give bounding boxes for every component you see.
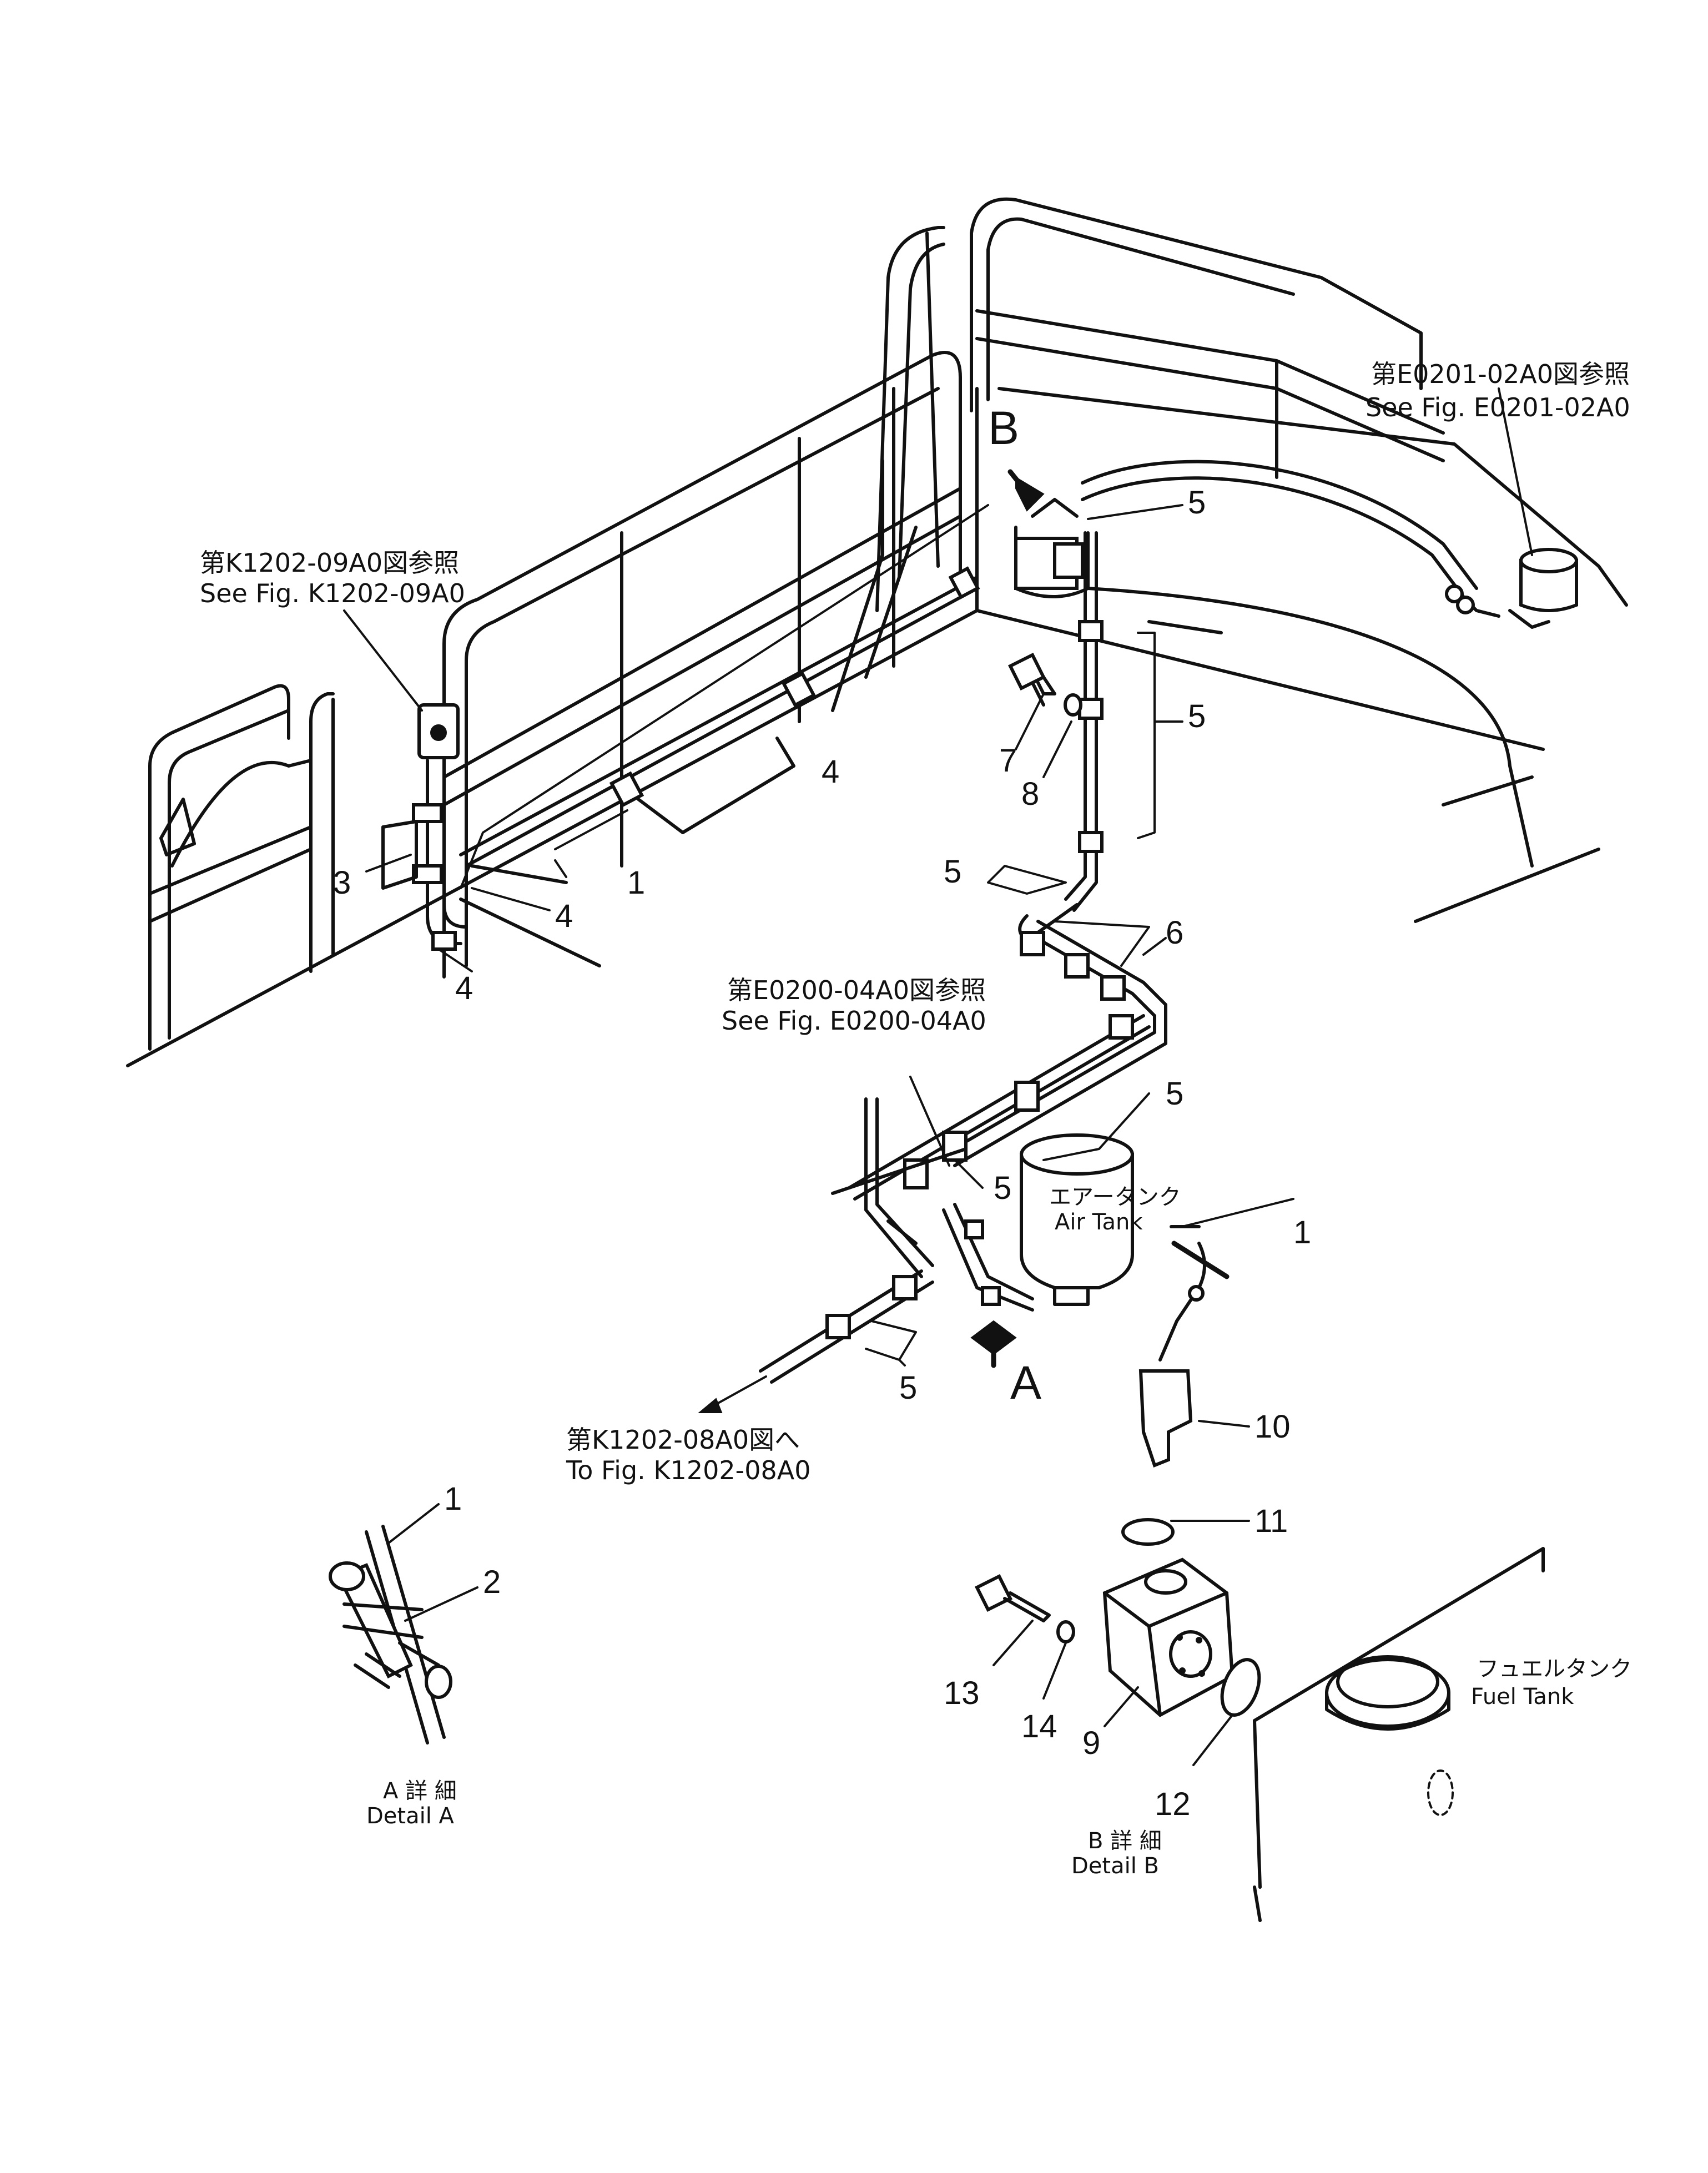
clip-4a [609, 771, 644, 808]
part-number-4b: 4 [555, 898, 573, 934]
fitting-6a [1020, 931, 1045, 956]
clamp-3 [412, 803, 443, 823]
clip-5e [1014, 1081, 1040, 1112]
ref-k1202-08-en: To Fig. K1202-08A0 [566, 1455, 810, 1485]
air-tank [1020, 1133, 1134, 1306]
air-tank-label-jp: エアータンク [1049, 1184, 1181, 1210]
view-arrows [698, 469, 1045, 1413]
part-number-6: 6 [1166, 915, 1183, 951]
ref-k1202-08-jp: 第K1202-08A0図へ [566, 1425, 800, 1455]
ref-e0201-jp: 第E0201-02A0図参照 [1371, 359, 1630, 389]
air-tank-label-en: Air Tank [1055, 1209, 1143, 1235]
part-number-4c: 4 [455, 970, 473, 1006]
part-number-11: 11 [1254, 1503, 1288, 1539]
clip-5h [892, 1275, 918, 1300]
fitting-6b [1064, 953, 1090, 979]
fuel-tank [1253, 1547, 1545, 1922]
clamp-4d [431, 931, 457, 951]
ref-k1202-09-jp: 第K1202-09A0図参照 [200, 548, 459, 578]
clip-5b [1078, 698, 1104, 720]
part-number-9: 9 [1082, 1725, 1100, 1761]
block-9 [1102, 1557, 1235, 1717]
clip-5d [1109, 1014, 1134, 1040]
part-number-1a: 1 [627, 865, 645, 901]
part-number-7: 7 [999, 743, 1017, 779]
clip-end [948, 566, 980, 599]
detail-b-caption-en: Detail B [1071, 1853, 1159, 1879]
part-number-13: 13 [944, 1675, 980, 1711]
deck-outline [126, 387, 1628, 1067]
detail-a-caption-en: Detail A [366, 1803, 455, 1829]
ref-k1202-09-en: See Fig. K1202-09A0 [200, 578, 465, 608]
part-number-5e: 5 [994, 1170, 1011, 1206]
clip-5c [1078, 831, 1104, 853]
pipe-1-run [459, 504, 989, 889]
view-letter-b: B [988, 402, 1019, 454]
part-number-4a: 4 [822, 754, 839, 790]
left-junction [381, 703, 601, 967]
fitting-air-b [981, 1286, 1001, 1306]
part-number-5a: 5 [1188, 485, 1206, 521]
part-number-8: 8 [1021, 776, 1039, 812]
part-number-2: 2 [483, 1564, 501, 1600]
b-bracket [1014, 460, 1478, 601]
ref-e0200-jp: 第E0200-04A0図参照 [727, 975, 986, 1005]
part-number-14: 14 [1021, 1708, 1057, 1745]
ref-e0201-en: See Fig. E0201-02A0 [1366, 392, 1630, 422]
detail-b-caption-jp: B 詳 細 [1088, 1828, 1162, 1854]
b-fitting [1053, 542, 1084, 579]
o-ring-11 [1121, 1518, 1175, 1546]
ref-e0200-en: See Fig. E0200-04A0 [722, 1006, 986, 1036]
clamp-4c [412, 864, 443, 884]
part-number-1b: 1 [1293, 1214, 1311, 1251]
fitting-10 [1138, 1225, 1230, 1468]
leader-lines [343, 387, 1533, 1766]
fitting-6c [1100, 975, 1126, 1001]
clip-5a [1078, 620, 1104, 642]
fitting-air-a [964, 1219, 984, 1239]
lower-pipe [715, 1097, 1034, 1405]
part-number-1c: 1 [444, 1481, 462, 1517]
clip-4b [781, 671, 817, 708]
part-number-3: 3 [333, 865, 351, 901]
fuel-tank-label-jp: フュエルタンク [1477, 1656, 1632, 1682]
part-number-5f: 5 [899, 1370, 917, 1406]
handrail-top [875, 197, 1445, 612]
part-number-5d: 5 [1166, 1076, 1183, 1112]
pipe-bend [831, 920, 1167, 1201]
detail-a-illustration [329, 1525, 452, 1745]
part-number-5b: 5 [1188, 698, 1206, 734]
o-ring-12 [1220, 1658, 1261, 1717]
view-letter-a: A [1010, 1357, 1041, 1409]
part-number-12: 12 [1155, 1786, 1191, 1822]
bolt-7-washer-8 [1007, 652, 1082, 717]
part-number-10: 10 [1254, 1409, 1291, 1445]
top-right-component [1445, 548, 1578, 629]
bolt-13-washer-14 [974, 1574, 1075, 1643]
part-number-5c: 5 [944, 854, 961, 890]
clip-5i [825, 1314, 851, 1339]
detail-a-caption-jp: A 詳 細 [383, 1778, 457, 1804]
fuel-tank-label-en: Fuel Tank [1471, 1684, 1574, 1710]
